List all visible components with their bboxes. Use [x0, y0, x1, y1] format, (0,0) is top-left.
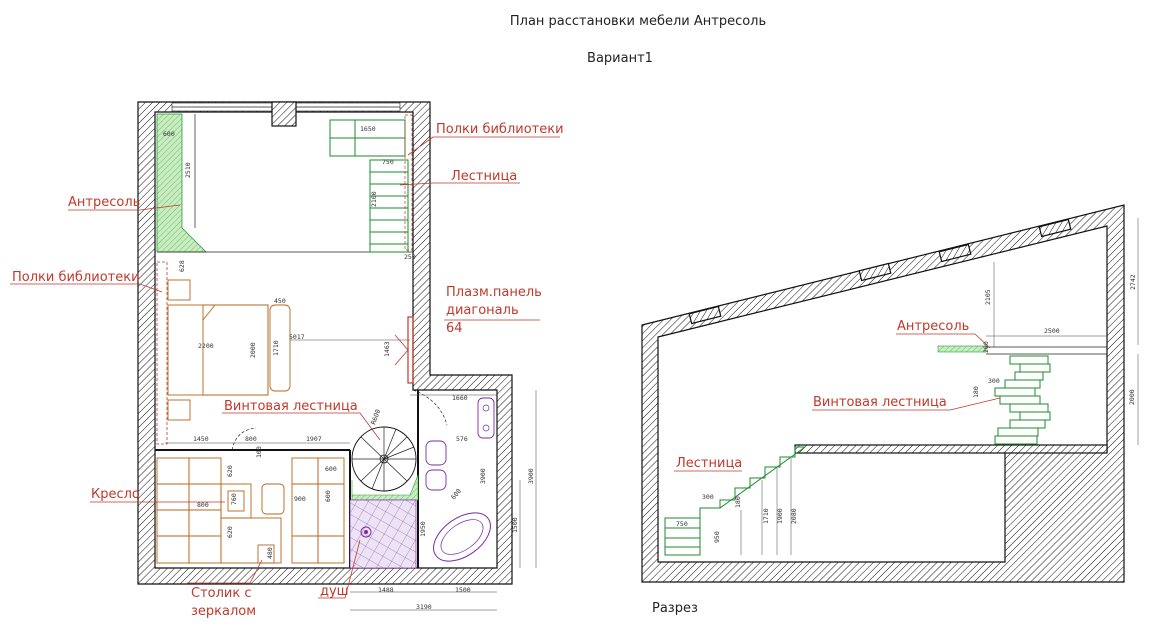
floor-plan: 600 2510 1650 750 2100 250 628 450 5017 … [10, 101, 564, 619]
label-shelves-top: Полки библиотеки [436, 122, 564, 137]
dim-label: 628 [178, 260, 186, 272]
section-label-antresol: Антресоль [897, 319, 969, 334]
dim-label: 1710 [272, 340, 280, 356]
dim-label: 1907 [306, 435, 322, 443]
dim-label: 3900 [479, 468, 487, 484]
dim-label: 800 [245, 435, 257, 443]
dim-label: 480 [266, 547, 274, 559]
floor-slab [794, 444, 1108, 454]
section-walls [641, 204, 1125, 583]
dim-label: 1488 [378, 586, 394, 594]
dim-label: 250 [404, 253, 416, 261]
dim-label: 600 [324, 490, 332, 502]
section-straight-stairs [664, 446, 806, 556]
dim-label: 2742 [1129, 274, 1137, 290]
dim-label: 5017 [289, 333, 305, 341]
label-table-2: зеркалом [191, 604, 256, 619]
antresol-area [156, 113, 207, 253]
section-dimension-lines [740, 218, 1139, 555]
plasma-panel [407, 316, 414, 384]
dim-label: 750 [382, 158, 394, 166]
plan-leaders [10, 136, 560, 599]
drawing-subtitle: Вариант1 [587, 51, 653, 66]
dim-label: 180 [734, 496, 742, 508]
label-armchair: Кресло [91, 487, 140, 502]
dim-label: 2200 [198, 342, 214, 350]
dim-label: 576 [456, 435, 468, 443]
bathtub [433, 512, 491, 562]
label-stairs: Лестница [451, 169, 517, 184]
dim-label: 3900 [527, 468, 535, 484]
drawing-title: План расстановки мебели Антресоль [510, 14, 766, 29]
dim-label: 2510 [184, 162, 192, 178]
shelves-left [156, 261, 168, 445]
dim-label: 1500 [511, 517, 519, 533]
dim-label: 1463 [383, 341, 391, 357]
plan-dimension-lines [165, 390, 537, 611]
section-label-spiral: Винтовая лестница [813, 395, 947, 410]
label-plasma-2: диагональ [446, 303, 519, 318]
dim-label: 2100 [370, 191, 378, 207]
column [271, 101, 297, 127]
dim-label: 600 [163, 130, 175, 138]
plan-outer-walls [137, 101, 513, 585]
dim-label: 1710 [762, 508, 770, 524]
dim-label: 800 [197, 501, 209, 509]
dim-label: 450 [274, 297, 286, 305]
dim-label: 1950 [419, 521, 427, 537]
section-caption: Разрез [652, 601, 698, 616]
dim-label: 760 [230, 493, 238, 505]
section-leaders [674, 333, 1001, 472]
label-plasma-1: Плазм.панель [446, 285, 542, 300]
dim-label: 100 [255, 446, 263, 458]
label-antresol: Антресоль [68, 195, 140, 210]
sink [477, 397, 495, 439]
dim-label: 1900 [776, 508, 784, 524]
bathroom-fixtures [425, 397, 495, 562]
dim-label: 3190 [416, 603, 432, 611]
dim-label: 200 [982, 341, 990, 353]
dim-label: 620 [226, 465, 234, 477]
dim-label: 180 [972, 386, 980, 398]
dim-label: 300 [702, 493, 714, 501]
dim-label: 2000 [249, 342, 257, 358]
dim-label: 600 [449, 487, 463, 501]
stairs-top [369, 159, 409, 253]
door-swing [412, 389, 448, 426]
label-spiral-stairs: Винтовая лестница [224, 399, 358, 414]
label-shower: душ [320, 584, 349, 599]
shelf-strip-right [404, 114, 413, 251]
dim-label: 2000 [1128, 389, 1136, 405]
lower-furniture [156, 457, 345, 564]
dim-label: 2080 [790, 508, 798, 524]
dim-label: 1660 [452, 394, 468, 402]
dim-label: 2105 [984, 289, 992, 305]
mirror-table [257, 544, 275, 564]
dim-label: 1650 [360, 125, 376, 133]
dim-label: 750 [676, 520, 688, 528]
spiral-stair [351, 426, 417, 492]
dim-label: 2500 [1044, 327, 1060, 335]
section-view: 2105 2742 2500 200 300 180 2000 750 300 … [641, 204, 1139, 616]
bidet [425, 469, 447, 491]
dim-label: 620 [226, 526, 234, 538]
shower-area [349, 499, 417, 569]
dim-label: 950 [713, 531, 721, 543]
dim-label: 1500 [455, 586, 471, 594]
label-shelves-left: Полки библиотеки [12, 270, 140, 285]
dim-label: 600 [325, 465, 337, 473]
dim-label: 900 [294, 495, 306, 503]
toilet [425, 440, 447, 466]
bed [167, 279, 291, 421]
label-table-1: Столик с [191, 586, 252, 601]
antresol-slab [937, 345, 987, 353]
dim-label: R600 [369, 408, 382, 426]
dim-label: 1450 [193, 435, 209, 443]
dim-label: 300 [988, 377, 1000, 385]
label-plasma-3: 64 [446, 321, 463, 336]
section-spiral-steps [994, 355, 1051, 445]
section-label-stairs: Лестница [676, 456, 742, 471]
